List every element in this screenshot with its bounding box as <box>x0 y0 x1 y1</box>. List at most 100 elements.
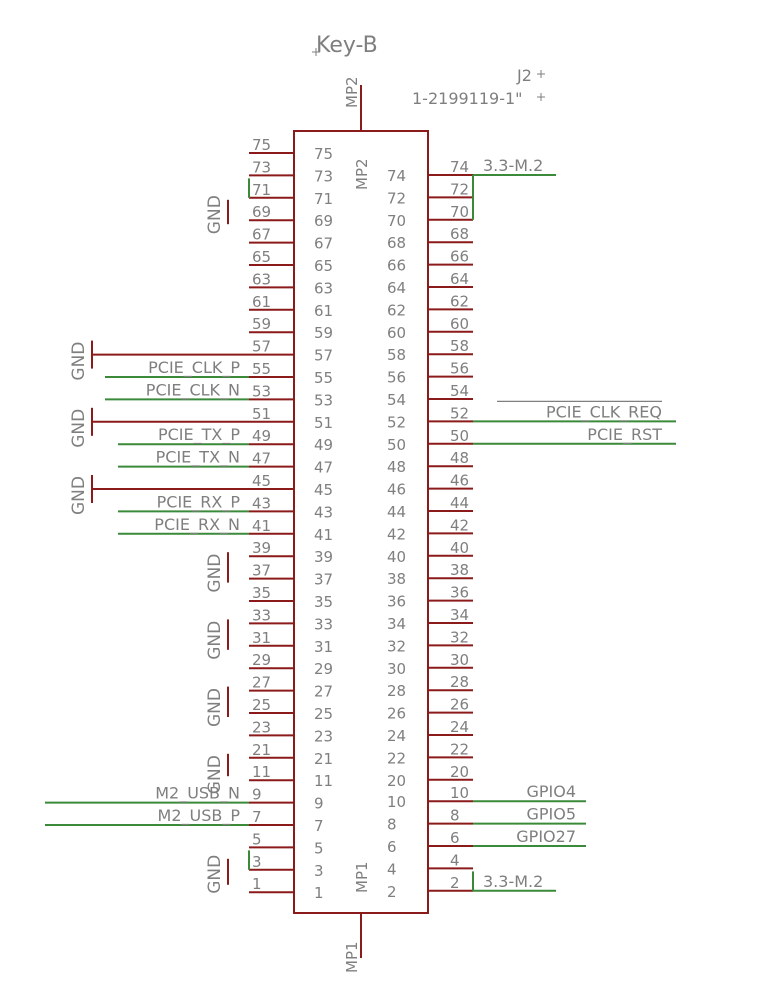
pin-44-number-inner: 44 <box>387 503 406 521</box>
pin-51-number-inner: 51 <box>314 414 333 432</box>
gnd-label-71: GND <box>205 195 225 234</box>
pin-35-number-inner: 35 <box>314 593 333 611</box>
pin-72-number-outer: 72 <box>450 180 469 198</box>
pin-61-number-inner: 61 <box>314 302 333 320</box>
pin-34-number-inner: 34 <box>387 615 406 633</box>
gnd-label-39: GND <box>205 554 225 593</box>
pin-8-number-inner: 8 <box>387 816 397 834</box>
pin-10-number-outer: 10 <box>450 784 469 802</box>
pin-45-number-outer: 45 <box>252 472 271 490</box>
gnd-label-57: GND <box>69 342 89 381</box>
pin-20-number-inner: 20 <box>387 772 406 790</box>
pin-42-number-outer: 42 <box>450 516 469 534</box>
pin-50-number-outer: 50 <box>450 427 469 445</box>
pin-1-number-inner: 1 <box>314 884 324 902</box>
net-label-55: PCIE_CLK_P <box>148 358 240 378</box>
pin-2-number-inner: 2 <box>387 883 397 901</box>
pin-32-number-outer: 32 <box>450 628 469 646</box>
mp1-outer-label: MP1 <box>343 941 361 973</box>
pin-71-number-inner: 71 <box>314 190 333 208</box>
pin-54-number-inner: 54 <box>387 391 406 409</box>
pin-3-number-outer: 3 <box>252 853 262 871</box>
pin-42-number-inner: 42 <box>387 525 406 543</box>
net-label-10: GPIO4 <box>526 782 576 801</box>
pin-41-number-outer: 41 <box>252 517 271 535</box>
pin-67-number-inner: 67 <box>314 235 333 253</box>
pin-25-number-outer: 25 <box>252 696 271 714</box>
pin-68-number-inner: 68 <box>387 234 406 252</box>
pin-72-number-inner: 72 <box>387 189 406 207</box>
pin-64-number-inner: 64 <box>387 279 406 297</box>
pin-66-number-inner: 66 <box>387 257 406 275</box>
pin-28-number-outer: 28 <box>450 673 469 691</box>
pin-73-number-outer: 73 <box>252 158 271 176</box>
net-label-52: PCIE_CLK_REQ <box>546 402 662 422</box>
pin-45-number-inner: 45 <box>314 481 333 499</box>
pin-51-number-outer: 51 <box>252 405 271 423</box>
part-value: 1-2199119-1" <box>412 89 523 108</box>
pin-62-number-outer: 62 <box>450 292 469 310</box>
pin-32-number-inner: 32 <box>387 637 406 655</box>
pin-22-number-inner: 22 <box>387 749 406 767</box>
pin-11-number-inner: 11 <box>314 772 333 790</box>
pin-37-number-inner: 37 <box>314 571 333 589</box>
gnd-label-21: GND <box>205 755 225 794</box>
pin-23-number-outer: 23 <box>252 718 271 736</box>
pin-40-number-inner: 40 <box>387 548 406 566</box>
pin-23-number-inner: 23 <box>314 727 333 745</box>
pin-70-number-inner: 70 <box>387 212 406 230</box>
pin-54-number-outer: 54 <box>450 382 469 400</box>
pin-69-number-outer: 69 <box>252 203 271 221</box>
pin-24-number-inner: 24 <box>387 727 406 745</box>
pin-26-number-outer: 26 <box>450 696 469 714</box>
pin-71-number-outer: 71 <box>252 181 271 199</box>
pin-68-number-outer: 68 <box>450 225 469 243</box>
pin-33-number-inner: 33 <box>314 615 333 633</box>
pin-29-number-inner: 29 <box>314 660 333 678</box>
pin-30-number-outer: 30 <box>450 651 469 669</box>
net-label-53: PCIE_CLK_N <box>146 380 240 400</box>
pin-9-number-outer: 9 <box>252 786 262 804</box>
pin-5-number-inner: 5 <box>314 839 324 857</box>
pin-43-number-outer: 43 <box>252 494 271 512</box>
pin-35-number-outer: 35 <box>252 584 271 602</box>
pin-50-number-inner: 50 <box>387 436 406 454</box>
pin-58-number-inner: 58 <box>387 346 406 364</box>
pin-49-number-inner: 49 <box>314 436 333 454</box>
pin-40-number-outer: 40 <box>450 539 469 557</box>
pin-22-number-outer: 22 <box>450 740 469 758</box>
pin-66-number-outer: 66 <box>450 248 469 266</box>
pin-56-number-inner: 56 <box>387 369 406 387</box>
net-label-7: M2_USB_P <box>158 806 241 826</box>
pin-21-number-outer: 21 <box>252 741 271 759</box>
pin-59-number-inner: 59 <box>314 324 333 342</box>
mp2-inner-label: MP2 <box>353 158 371 190</box>
pin-31-number-outer: 31 <box>252 629 271 647</box>
pin-9-number-inner: 9 <box>314 795 324 813</box>
pin-2-number-outer: 2 <box>450 874 460 892</box>
pin-57-number-inner: 57 <box>314 347 333 365</box>
pin-46-number-outer: 46 <box>450 472 469 490</box>
net-label-9: M2_USB_N <box>155 784 240 804</box>
pin-61-number-outer: 61 <box>252 293 271 311</box>
gnd-label-33: GND <box>205 621 225 660</box>
pin-53-number-inner: 53 <box>314 391 333 409</box>
pin-26-number-inner: 26 <box>387 705 406 723</box>
pin-28-number-inner: 28 <box>387 682 406 700</box>
pin-4-number-outer: 4 <box>450 851 460 869</box>
pin-47-number-outer: 47 <box>252 450 271 468</box>
pin-55-number-inner: 55 <box>314 369 333 387</box>
net-label-49: PCIE_TX_P <box>158 425 240 445</box>
pin-11-number-outer: 11 <box>252 763 271 781</box>
pin-39-number-inner: 39 <box>314 548 333 566</box>
mp1-inner-label: MP1 <box>353 861 371 893</box>
pin-4-number-inner: 4 <box>387 860 397 878</box>
net-label-2: 3.3-M.2 <box>483 872 543 891</box>
net-label-50: PCIE_RST <box>587 425 662 445</box>
gnd-label-27: GND <box>205 688 225 727</box>
pin-6-number-inner: 6 <box>387 838 397 856</box>
pin-46-number-inner: 46 <box>387 481 406 499</box>
mp2-outer-label: MP2 <box>343 76 361 108</box>
pin-39-number-outer: 39 <box>252 539 271 557</box>
